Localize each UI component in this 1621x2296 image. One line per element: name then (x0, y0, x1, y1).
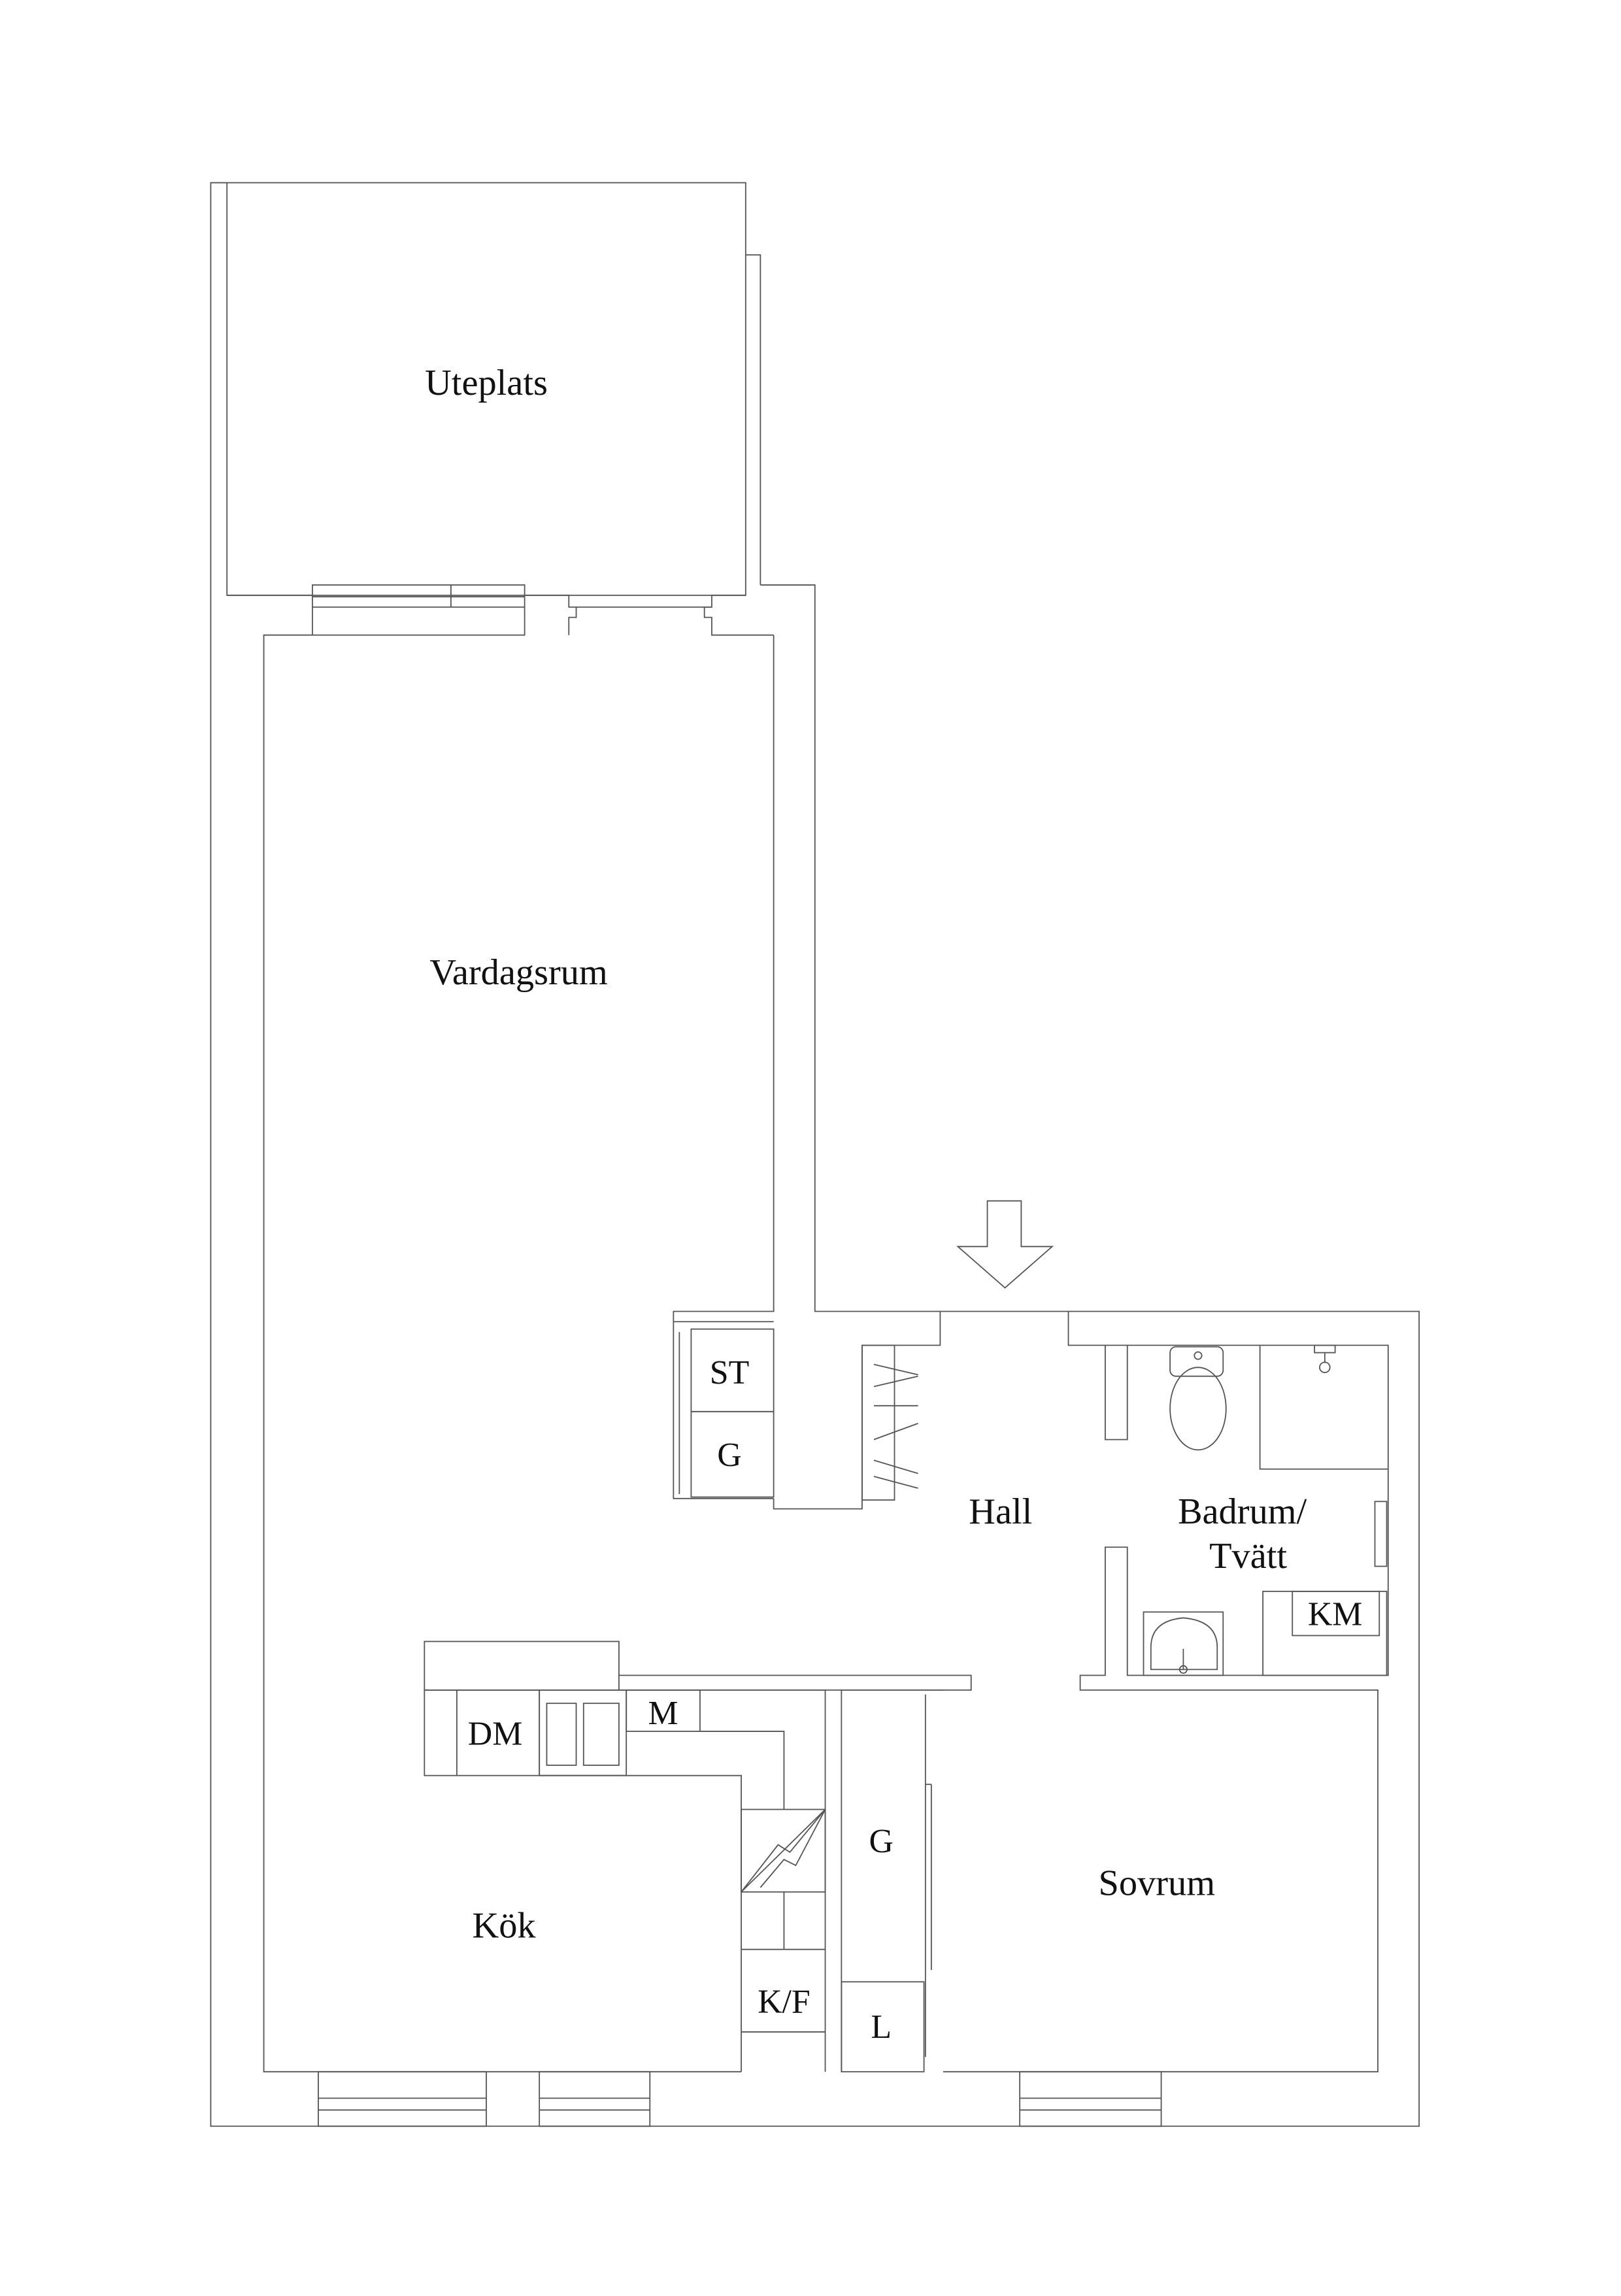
bathroom-walls (943, 1311, 1389, 2072)
fixture-label-g-hall: G (717, 1437, 741, 1474)
south-windows (318, 2071, 1162, 2127)
terrace-window (312, 584, 526, 636)
coat-rack (773, 1311, 941, 1510)
fixture-label-dm: DM (468, 1715, 523, 1752)
room-label-tvatt: Tvätt (1209, 1536, 1287, 1576)
room-label-hall: Hall (969, 1491, 1032, 1532)
room-label-badrum: Badrum/ (1178, 1491, 1307, 1532)
room-label-vardagsrum: Vardagsrum (429, 952, 607, 993)
entrance-arrow-icon (956, 1200, 1054, 1289)
terrace-outline (226, 182, 761, 596)
hall-wardrobe: ST G (673, 1322, 775, 1499)
fixture-label-st: ST (710, 1354, 750, 1391)
toilet-icon (1169, 1346, 1227, 1451)
fixture-label-l: L (871, 2008, 892, 2046)
shower-icon (1314, 1344, 1336, 1373)
fixture-label-kf: K/F (758, 1984, 811, 2021)
sink-icon (1143, 1611, 1224, 1676)
room-label-sovrum: Sovrum (1099, 1863, 1216, 1903)
room-label-uteplats: Uteplats (425, 363, 548, 403)
living-room-walls (263, 634, 775, 2072)
kitchen-counters: DM M K/F (424, 1640, 972, 2072)
fixture-label-m: M (648, 1695, 678, 1732)
bedroom-wardrobe: G L (841, 1689, 943, 2072)
fixture-label-g-bedroom: G (869, 1823, 893, 1860)
outer-walls (210, 182, 1420, 2127)
fixture-label-km: KM (1308, 1596, 1363, 1633)
room-label-kok: Kök (473, 1906, 537, 1946)
